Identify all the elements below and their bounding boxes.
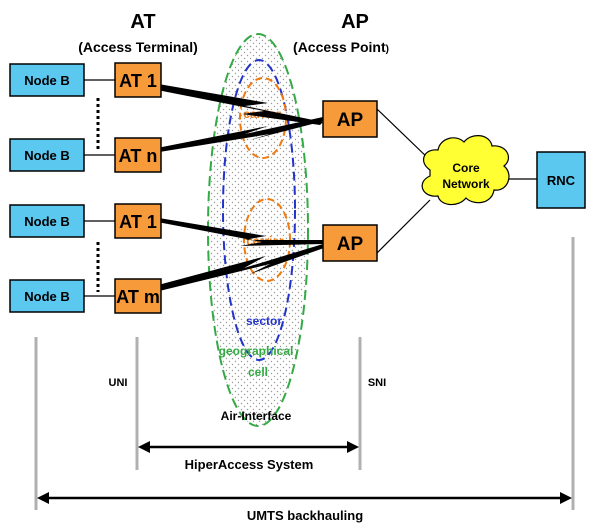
- radio-link-atm-ap2: [147, 244, 324, 294]
- umts-span: UMTS backhauling: [37, 492, 572, 523]
- terminal-label: AT m: [116, 287, 160, 307]
- node-b-label: Node B: [24, 73, 70, 88]
- arrow-left-head: [37, 492, 49, 504]
- terminal-label: AT 1: [119, 212, 157, 232]
- node-b-column: Node B Node B Node B Node B: [9, 63, 85, 313]
- column-headers: AT (Access Terminal) AP (Access Point): [78, 11, 389, 55]
- radio-link-atn-ap1: [147, 117, 324, 154]
- node-b-box: Node B: [9, 279, 85, 313]
- link-ap1-core: [376, 108, 431, 161]
- connector-lines: [84, 79, 537, 297]
- radio-link-at1-ap2: [147, 216, 323, 246]
- hiperaccess-span: HiperAccess System: [138, 441, 359, 472]
- access-terminal-column: AT 1 AT n AT 1 AT m: [114, 62, 162, 314]
- ap-title: AP: [341, 11, 369, 33]
- geo-cell-label-line1: geographical: [219, 344, 294, 358]
- access-point-label: AP: [337, 234, 364, 255]
- access-point-box: AP: [322, 224, 378, 262]
- rnc-label: RNC: [547, 173, 576, 188]
- link-ap2-core: [376, 199, 431, 254]
- core-network-label-line2: Network: [442, 177, 490, 191]
- rnc-box: RNC: [536, 151, 586, 209]
- access-point-column: AP AP: [322, 100, 378, 262]
- ap-subtitle: (Access Point): [293, 39, 389, 55]
- access-point-box: AP: [322, 100, 378, 138]
- radio-links: [147, 82, 324, 294]
- terminal-label: AT 1: [119, 71, 157, 91]
- interface-labels: UNI SNI Air-Interface: [109, 377, 387, 423]
- access-terminal-box: AT 1: [114, 62, 162, 98]
- access-terminal-box: AT m: [114, 278, 162, 314]
- node-b-box: Node B: [9, 138, 85, 172]
- air-interface-label: Air-Interface: [221, 409, 292, 423]
- arrow-right-head: [347, 441, 359, 453]
- at-title: AT: [130, 11, 155, 33]
- arrow-left-head: [138, 441, 150, 453]
- node-b-label: Node B: [24, 214, 70, 229]
- node-b-label: Node B: [24, 289, 70, 304]
- umts-label: UMTS backhauling: [247, 508, 363, 523]
- geo-cell-label-line2: cell: [248, 365, 268, 379]
- access-terminal-box: AT 1: [114, 203, 162, 239]
- cloud-shape: [421, 135, 510, 206]
- uni-label: UNI: [109, 377, 128, 389]
- radio-link-at1-ap1: [147, 82, 323, 125]
- at-subtitle: (Access Terminal): [78, 39, 198, 55]
- arrow-right-head: [560, 492, 572, 504]
- access-point-label: AP: [337, 110, 364, 131]
- sector-boundary: [222, 59, 296, 361]
- sni-label: SNI: [368, 377, 386, 389]
- terminal-label: AT n: [119, 146, 158, 166]
- hiperaccess-label: HiperAccess System: [185, 457, 314, 472]
- node-b-label: Node B: [24, 148, 70, 163]
- core-network-cloud: Core Network: [421, 135, 510, 206]
- sector-label: sector: [246, 314, 282, 328]
- node-b-box: Node B: [9, 204, 85, 238]
- node-b-box: Node B: [9, 63, 85, 97]
- access-terminal-box: AT n: [114, 137, 162, 173]
- core-network-label-line1: Core: [452, 161, 480, 175]
- interface-dividers: [34, 237, 575, 510]
